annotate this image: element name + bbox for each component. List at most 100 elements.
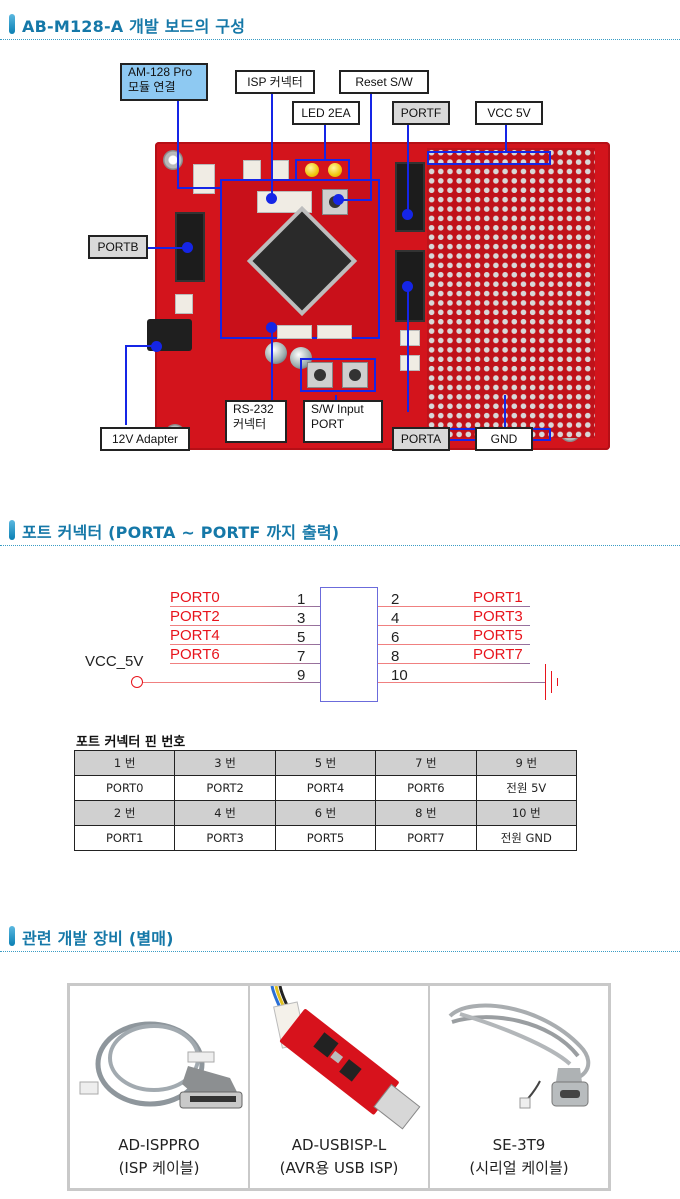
product-list: AD-ISPPRO (ISP 케이블) AD-USBISP-L (: [67, 983, 611, 1191]
uart-connector: [317, 325, 352, 339]
cpu-module: [220, 179, 380, 339]
dotted-divider: [0, 39, 680, 40]
wire: [378, 625, 530, 626]
port-label: PORT7: [473, 646, 523, 663]
callout-line: [505, 123, 507, 153]
callout-portb: PORTB: [88, 235, 148, 259]
callout-led: LED 2EA: [292, 101, 360, 125]
callout-gnd: GND: [475, 427, 533, 451]
product-image: [70, 986, 248, 1134]
callout-line: [271, 327, 273, 402]
callout-line: [338, 199, 372, 201]
pin-number: 3: [297, 610, 306, 627]
port-label: PORT5: [473, 627, 523, 644]
section-header-port-connector: 포트 커넥터 (PORTA ~ PORTF 까지 출력): [0, 510, 680, 546]
isp-connector: [257, 191, 312, 213]
wire: [378, 663, 530, 664]
callout-vcc: VCC 5V: [475, 101, 543, 125]
porta-header: [395, 250, 425, 322]
port-label: PORT3: [473, 608, 523, 625]
power-out-connector: [243, 160, 261, 180]
rs232-connector: [277, 325, 312, 339]
power-out-connector: [271, 160, 289, 180]
ground-icon: [545, 664, 546, 700]
led-icon: [328, 163, 342, 177]
wire: [378, 682, 545, 683]
bullet-icon: [9, 14, 15, 34]
wire: [170, 625, 320, 626]
dotted-divider: [0, 951, 680, 952]
pin-number: 1: [297, 591, 306, 608]
callout-dot: [402, 281, 413, 292]
capacitor: [265, 342, 287, 364]
callout-line: [177, 187, 222, 189]
wire: [170, 644, 320, 645]
callout-rs232: RS-232 커넥터: [225, 400, 287, 443]
pin-number: 9: [297, 667, 306, 684]
pin-number: 6: [391, 629, 400, 646]
pin-table: 1 번 3 번 5 번 7 번 9 번 PORT0 PORT2 PORT4 PO…: [73, 750, 578, 851]
wire: [170, 606, 320, 607]
product-image: [250, 986, 428, 1134]
callout-dot: [266, 322, 277, 333]
pin-number: 2: [391, 591, 400, 608]
wire: [170, 663, 320, 664]
am128-connector: [193, 164, 215, 194]
prototype-area: [427, 148, 595, 438]
product-card-usbisp[interactable]: AD-USBISP-L (AVR용 USB ISP): [250, 986, 430, 1188]
pin-number: 4: [391, 610, 400, 627]
port-label: PORT0: [170, 589, 220, 606]
callout-dot: [333, 194, 344, 205]
dc-input-connector: [175, 294, 193, 314]
callout-line: [271, 91, 273, 199]
callout-line: [177, 97, 179, 189]
callout-dot: [402, 209, 413, 220]
callout-line: [324, 123, 326, 159]
wire: [378, 606, 530, 607]
product-card-se3t9[interactable]: SE-3T9 (시리얼 케이블): [430, 986, 608, 1188]
callout-swinput: S/W Input PORT: [303, 400, 383, 443]
dotted-divider: [0, 545, 680, 546]
port-label: PORT4: [170, 627, 220, 644]
product-card-isppro[interactable]: AD-ISPPRO (ISP 케이블): [70, 986, 250, 1188]
product-image: [430, 986, 608, 1134]
mount-hole-icon: [163, 150, 183, 170]
pin-number: 10: [391, 667, 408, 684]
port-label: PORT6: [170, 646, 220, 663]
section-header-related-equipment: 관련 개발 장비 (별매): [0, 916, 680, 952]
callout-dot: [182, 242, 193, 253]
callout-line: [125, 347, 127, 425]
section-header-board: AB-M128-A 개발 보드의 구성: [0, 4, 680, 40]
mcu-chip: [252, 211, 352, 311]
callout-porta: PORTA: [392, 427, 450, 451]
port-label: PORT1: [473, 589, 523, 606]
terminal-icon: [131, 676, 143, 688]
callout-isp: ISP 커넥터: [235, 70, 315, 94]
section-title: AB-M128-A 개발 보드의 구성: [22, 17, 246, 36]
section-title: 포트 커넥터 (PORTA ~ PORTF 까지 출력): [22, 523, 340, 542]
port-label: PORT2: [170, 608, 220, 625]
table-row: PORT0 PORT2 PORT4 PORT6 전원 5V: [73, 775, 578, 801]
product-label: AD-ISPPRO (ISP 케이블): [118, 1136, 200, 1177]
table-row: 2 번 4 번 6 번 8 번 10 번: [73, 800, 578, 826]
callout-adapter: 12V Adapter: [100, 427, 190, 451]
callout-line: [407, 287, 409, 412]
callout-portf: PORTF: [392, 101, 450, 125]
bullet-icon: [9, 520, 15, 540]
wire: [142, 682, 320, 683]
led-icon: [305, 163, 319, 177]
section-title: 관련 개발 장비 (별매): [22, 929, 174, 948]
pcb-board: [147, 142, 610, 450]
pin-table-title: 포트 커넥터 핀 번호: [76, 735, 186, 750]
aux-connector: [400, 355, 420, 371]
portf-header: [395, 162, 425, 232]
board-diagram: AM-128 Pro 모듈 연결 ISP 커넥터 Reset S/W LED 2…: [80, 55, 610, 460]
connector-body: [320, 587, 378, 702]
product-label: SE-3T9 (시리얼 케이블): [469, 1136, 569, 1177]
callout-line: [504, 395, 506, 428]
input-switch: [307, 362, 333, 388]
callout-line: [125, 345, 157, 347]
ground-icon: [557, 678, 558, 686]
input-switch: [342, 362, 368, 388]
product-label: AD-USBISP-L (AVR용 USB ISP): [279, 1136, 399, 1177]
